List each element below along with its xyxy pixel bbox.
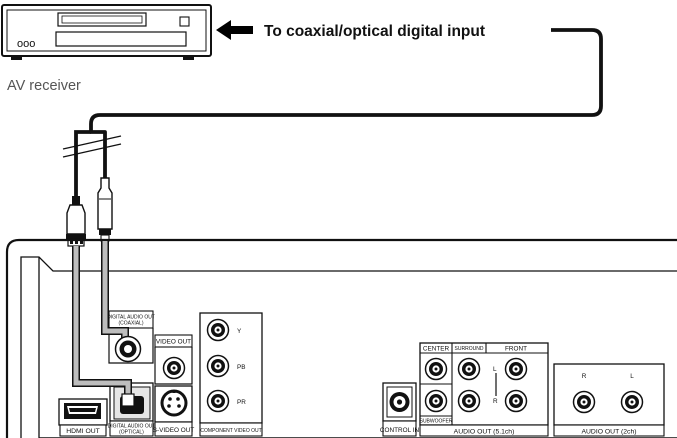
arrow-left-icon [216,20,253,40]
audio-2ch-right-label: R [582,373,587,380]
subwoofer-label: SUBWOOFER [420,419,453,425]
front-right-label: R [493,398,498,405]
av-receiver-caption: AV receiver [7,78,81,94]
s-video-out-label: S-VIDEO OUT [153,427,195,434]
audio-out-2ch-block [553,363,665,437]
coaxial-out-label-line2: (COAXIAL) [118,321,143,327]
audio-2ch-left-label: L [630,373,634,380]
component-video-out-label: COMPONENT VIDEO OUT [200,428,261,434]
optical-out-label-line1: DIGITAL AUDIO OUT [108,424,156,430]
component-pb-label: PB [237,364,246,371]
coaxial-plug [97,177,113,242]
cable-to-coaxial-out [101,241,142,363]
audio-out-2ch-label: AUDIO OUT (2ch) [581,429,636,436]
component-video-out-port [199,312,263,437]
hdmi-out-label: HDMI OUT [66,428,100,435]
s-video-out-port [154,385,193,437]
center-label: CENTER [423,346,450,353]
audio-out-5-1ch-label: AUDIO OUT (5.1ch) [454,429,515,436]
control-in-port [382,382,417,437]
av-receiver: ooo [1,4,212,60]
optical-plug [66,196,86,247]
optical-out-label-line2: (OPTICAL) [119,430,144,436]
control-in-label: CONTROL IN [380,427,420,434]
audio-out-5-1ch-block [419,342,549,437]
front-label: FRONT [505,346,527,353]
video-out-port [154,334,193,385]
cable-to-optical-out [72,246,135,407]
connection-label: To coaxial/optical digital input [264,23,485,40]
receiver-indicator-dots: ooo [17,38,35,50]
component-y-label: Y [237,328,242,335]
front-left-label: L [493,366,497,373]
component-pr-label: PR [237,399,246,406]
surround-label: SURROUND [455,346,484,352]
coaxial-out-label-line1: DIGITAL AUDIO OUT [107,315,155,321]
video-out-label: VIDEO OUT [156,339,191,346]
digital-cable [89,28,603,178]
